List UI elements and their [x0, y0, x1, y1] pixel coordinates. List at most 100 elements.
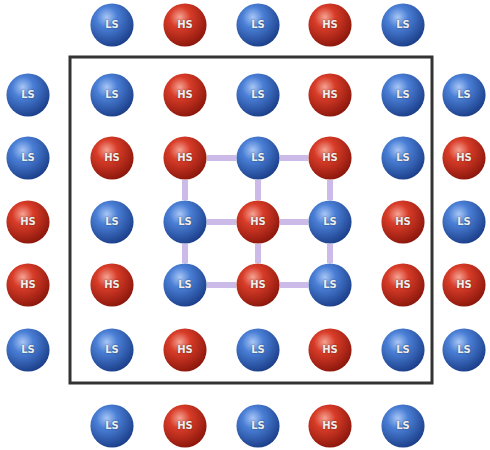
lattice-bond	[207, 282, 236, 288]
spin-state-sphere: LS	[163, 263, 207, 307]
spin-state-sphere: LS	[6, 136, 50, 180]
sphere-fill	[236, 200, 279, 243]
spin-state-label: LS	[396, 20, 410, 30]
spin-state-label: HS	[322, 345, 338, 355]
sphere-fill	[90, 3, 133, 46]
sphere-fill	[236, 404, 279, 447]
spin-state-label: HS	[456, 280, 472, 290]
spin-state-label: LS	[251, 153, 265, 163]
lattice-bond	[255, 244, 261, 263]
spin-state-sphere: LS	[90, 200, 134, 244]
spin-state-sphere: HS	[163, 3, 207, 47]
sphere-fill	[90, 73, 133, 116]
spin-state-sphere: HS	[163, 404, 207, 448]
sphere-fill	[163, 263, 206, 306]
sphere-fill	[6, 263, 49, 306]
sphere-fill	[236, 136, 279, 179]
spin-state-sphere: HS	[90, 263, 134, 307]
spin-state-label: LS	[105, 90, 119, 100]
spin-state-label: LS	[396, 421, 410, 431]
spin-state-label: HS	[104, 280, 120, 290]
spin-state-sphere: HS	[6, 263, 50, 307]
spin-state-label: LS	[251, 345, 265, 355]
spin-state-sphere: HS	[163, 136, 207, 180]
sphere-fill	[163, 73, 206, 116]
spin-state-label: LS	[396, 345, 410, 355]
sphere-fill	[163, 3, 206, 46]
spin-state-label: HS	[250, 217, 266, 227]
spin-state-sphere: HS	[308, 3, 352, 47]
lattice-bond	[182, 244, 188, 263]
sphere-fill	[442, 73, 485, 116]
spin-state-sphere: HS	[442, 136, 486, 180]
spin-state-label: HS	[250, 280, 266, 290]
sphere-fill	[90, 328, 133, 371]
spin-state-label: HS	[177, 153, 193, 163]
sphere-fill	[6, 136, 49, 179]
sphere-fill	[236, 73, 279, 116]
spin-state-sphere: LS	[381, 73, 425, 117]
lattice-bond	[255, 180, 261, 200]
spin-state-sphere: HS	[308, 136, 352, 180]
spin-state-label: LS	[396, 90, 410, 100]
spin-state-label: LS	[457, 345, 471, 355]
sphere-fill	[381, 200, 424, 243]
sphere-fill	[442, 136, 485, 179]
sphere-fill	[6, 328, 49, 371]
sphere-fill	[381, 263, 424, 306]
spin-state-label: LS	[105, 20, 119, 30]
sphere-fill	[308, 404, 351, 447]
spin-state-label: HS	[395, 217, 411, 227]
sphere-fill	[381, 73, 424, 116]
spin-state-label: LS	[21, 90, 35, 100]
sphere-fill	[236, 328, 279, 371]
spin-state-sphere: LS	[236, 73, 280, 117]
spin-state-label: LS	[178, 280, 192, 290]
sphere-fill	[381, 3, 424, 46]
spin-state-label: LS	[323, 280, 337, 290]
sphere-fill	[236, 263, 279, 306]
lattice-bond	[280, 219, 308, 225]
sphere-fill	[308, 263, 351, 306]
sphere-fill	[308, 200, 351, 243]
sphere-fill	[6, 200, 49, 243]
sphere-fill	[90, 200, 133, 243]
sphere-fill	[381, 136, 424, 179]
spin-state-label: HS	[322, 421, 338, 431]
spin-state-label: LS	[457, 217, 471, 227]
spin-state-sphere: LS	[90, 3, 134, 47]
sphere-fill	[442, 263, 485, 306]
spin-state-sphere: LS	[381, 3, 425, 47]
sphere-fill	[163, 200, 206, 243]
sphere-fill	[90, 404, 133, 447]
sphere-fill	[163, 136, 206, 179]
spin-state-label: LS	[457, 90, 471, 100]
spin-state-label: LS	[396, 153, 410, 163]
sphere-fill	[236, 3, 279, 46]
sphere-fill	[308, 73, 351, 116]
sphere-fill	[442, 328, 485, 371]
sphere-fill	[381, 404, 424, 447]
spin-state-sphere: HS	[308, 73, 352, 117]
sphere-fill	[6, 73, 49, 116]
sphere-fill	[163, 328, 206, 371]
spin-state-sphere: LS	[6, 73, 50, 117]
spin-state-sphere: HS	[308, 328, 352, 372]
sphere-fill	[308, 3, 351, 46]
lattice-bond	[327, 244, 333, 263]
lattice-bond	[280, 155, 308, 161]
spin-state-sphere: LS	[381, 404, 425, 448]
spin-state-label: HS	[177, 421, 193, 431]
spin-state-label: HS	[177, 20, 193, 30]
sphere-fill	[90, 263, 133, 306]
unit-cell-border	[70, 57, 432, 383]
spin-state-sphere: LS	[236, 404, 280, 448]
spin-state-sphere: LS	[6, 328, 50, 372]
spin-state-label: HS	[20, 217, 36, 227]
spin-state-label: LS	[21, 153, 35, 163]
spin-state-sphere: LS	[381, 328, 425, 372]
spin-state-label: LS	[251, 421, 265, 431]
lattice-bond	[207, 219, 236, 225]
lattice-bond	[207, 155, 236, 161]
